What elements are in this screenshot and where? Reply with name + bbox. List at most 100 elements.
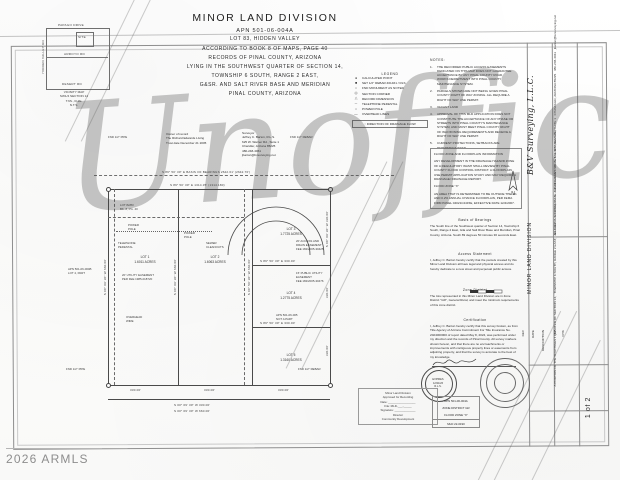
callout-apn-adjacent: APN 501-06-004B LOT 4, PART [68, 267, 92, 276]
approval-line-5: Director [392, 412, 404, 417]
power-pole-icon: ○ [354, 106, 358, 111]
fz-flood-zone: FLOOD ZONE "X" [444, 413, 468, 418]
fz-zone-district: ZONE DISTRICT GR [442, 405, 470, 410]
sheet-number: 1 of 2 [585, 397, 592, 419]
firm-name-block: B&V Surveying, L.L.C. [519, 60, 541, 190]
north-arrow-icon: N [506, 170, 520, 201]
notes-heading: NOTES: [430, 58, 446, 62]
rev-label-chk: CHK [561, 330, 565, 337]
record-dimension-icon: △ [354, 96, 358, 101]
legend: LEGEND ●CALCULATED POINT ■SET 1/2" REBAR… [352, 72, 428, 128]
callout-lot-8283: LOT 82/83 BK. 8, PG. 40 [120, 203, 138, 212]
firm-name: B&V Surveying, L.L.C. [525, 75, 535, 175]
flood-text: ANY DEVELOPMENT IN THE DRAINAGE HAZARD Z… [434, 159, 516, 182]
flood-firm-text: AN AREA THAT IS DETERMINED TO BE OUTSIDE… [434, 191, 517, 205]
callout-fnd-rebar: FND 1/2" REBAR [290, 135, 313, 139]
zone-text: The lots represented in this Minor Land … [430, 294, 519, 307]
callout-overhead-wire: OVERHEAD WIRE [126, 315, 143, 324]
monument-nw [106, 187, 111, 192]
flood-zone-panel: FLOOD ZONE AND FLOODPLAIN INFORMATION AN… [430, 148, 522, 210]
set-rebar-icon: ■ [354, 81, 358, 86]
surveyor-line-0: Jeffrey C. Barton, R.L.S. [242, 135, 275, 139]
approval-line-3: File: MLD-___-_____ [384, 404, 412, 409]
page-title: MINOR LAND DIVISION [192, 12, 338, 24]
title-line-3: LYING IN THE SOUTHWEST QUARTER OF SECTIO… [186, 63, 344, 70]
approval-line-1: Approved for Recording [382, 395, 414, 400]
bearing-south-2: S 00° 09' 30" W 660.00' [174, 409, 211, 413]
boundary-west [108, 189, 109, 385]
monument-ne [328, 187, 333, 192]
signature-mark [432, 355, 482, 367]
sheet-number-block: 1 of 2 [566, 372, 611, 444]
access-statement-panel: Access Statement I, Jeffrey C. Barton he… [430, 252, 520, 271]
calculated-point-icon: ● [354, 76, 358, 80]
callout-power-pole: POWER POLE [128, 223, 139, 232]
bearing-south-1: S 00° 09' 30" W 330.00' [174, 403, 211, 407]
drainage-flow-note: ↑ DIRECTION OF DRAINAGE FLOW [352, 119, 428, 128]
legend-row: ─TELEPHONE PEDESTAL [352, 102, 428, 107]
footer-watermark: 2026 ARMLS [6, 452, 89, 466]
boundary-north [108, 189, 330, 190]
dim-b-2: 330.00' [204, 388, 216, 392]
lot-line-4 [252, 327, 330, 328]
vicinity-street-desert: DESERT RD [62, 82, 83, 86]
dim-lot4: 330.00' [325, 287, 329, 299]
signature-line [432, 366, 516, 367]
legend-row: —OVERHEAD LINES [352, 112, 428, 117]
owner-block: Owner of record The Richard Edwards Livi… [166, 132, 230, 145]
county-seal-outer [480, 358, 530, 408]
rev-label-date: DATE [531, 330, 535, 339]
flood-zone-x: FLOOD ZONE "X" [434, 184, 459, 189]
note-item: 2.PARCELS SHOWN ARE NOT BEING GIVEN PINA… [430, 89, 510, 102]
overhead-lines-icon: — [354, 111, 358, 116]
footer-rule [6, 448, 102, 449]
note-item: 3.VACANT LAND [430, 105, 459, 109]
callout-access-drain-easement: 20' ACCESS AND DRAIN EASEMENT FEE 182/20… [296, 239, 324, 252]
certification-heading: Certification [463, 318, 487, 322]
easement-west [114, 189, 115, 385]
flood-heading: FLOOD ZONE AND FLOODPLAIN INFORMATION [434, 152, 504, 156]
surveyor-block: Surveyor Jeffrey C. Barton, R.L.S. 625 W… [242, 131, 312, 158]
legend-row: ○POWER POLE [352, 107, 428, 112]
note-item: 4.APPROVAL OF THIS MLD APPLICATION DOES … [430, 112, 514, 138]
notes-panel: NOTES: 1.THE RECORDED PUBLIC ACCESS EASE… [430, 58, 514, 153]
boundary-south [108, 385, 330, 386]
title-line-1: ACCORDING TO BOOK 8 OF MAPS, PAGE 40 [202, 45, 328, 52]
dim-h-lot4: S 89° 50' 30" E 330.00' [260, 321, 296, 325]
access-text: I, Jeffrey C. Barton hereby certify that… [430, 258, 517, 271]
rev-label-description: DESCRIPTION [541, 330, 545, 352]
found-monument-icon: ○ [354, 86, 358, 91]
callout-fnd-corner-sw: FND 1/2" PIPE [66, 367, 86, 371]
lot-line-3 [252, 265, 330, 266]
surveyor-line-2: Chandler, Arizona 85225 [242, 144, 276, 149]
owner-line-0: The Richard Edwards Living [166, 136, 205, 140]
approval-stamp: Minor Land Division Approved for Recordi… [358, 388, 438, 425]
county-seal-inner [486, 364, 524, 402]
section-centerline [94, 175, 394, 176]
rev-label-rev: REV [521, 330, 525, 337]
approval-line-2: Date: _________________ [380, 399, 416, 404]
boundary-east [330, 189, 331, 385]
approval-line-6: Community Development [381, 417, 415, 422]
surveyor-seal-outer [421, 366, 457, 402]
sheet-title: MINOR LAND DIVISION [527, 222, 533, 294]
dim-lot2: S 00° 50' 30" W 660.00' [247, 259, 251, 296]
callout-sewer-cleanouts: SEWER CLEANOUTS [206, 241, 224, 250]
approval-line-4: Signature: _____________ [380, 408, 416, 413]
sheet-description-block: A PORTION OF THE SOUTHWEST QUARTER OF SE… [544, 130, 566, 386]
title-line-6: PINAL COUNTY, ARIZONA [228, 91, 302, 98]
callout-fnd-corner-se: FND 1/2" REBAR [298, 367, 321, 371]
legend-row: ●CALCULATED POINT [352, 76, 428, 81]
surveyor-line-1: 625 W. Warner Rd., Suite 1 [242, 139, 279, 144]
vicinity-caption: VICINITY MAP SW1/4 SECTION 14 T.6S., R.2… [59, 90, 89, 108]
telephone-pedestal-icon: ─ [354, 101, 358, 106]
bearing-basis: S 89° 50' 30" E BASIS OF BEARINGS 2642.6… [162, 170, 251, 174]
dim-h-lot3: S 89° 50' 30" E 330.00' [260, 259, 296, 263]
vicinity-street-hidden-valley: HIDDEN VALLEY RD [41, 40, 45, 74]
apn-label: APN 501-06-004A [236, 28, 294, 34]
surveyor-line-3: 480-248-4061 [242, 148, 261, 153]
